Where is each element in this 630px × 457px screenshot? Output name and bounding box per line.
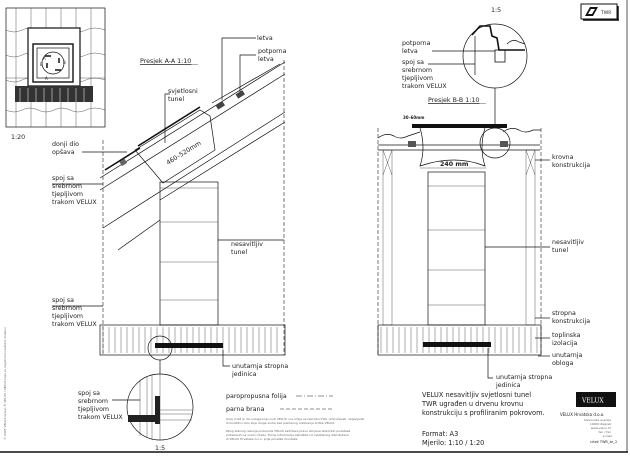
plan-marker-b2: B — [63, 60, 66, 65]
legend: paropropusna folija parna brana Ovaj crt… — [226, 393, 365, 441]
detail-aa-scale: 1:5 — [155, 445, 165, 452]
plan-marker-a2: A — [45, 76, 48, 81]
detail-bb-scale: 1:5 — [491, 7, 501, 14]
badge-label: TWR — [600, 10, 611, 16]
velux-logo — [576, 392, 616, 407]
company-details: Slavonska avenija 10000 Zagreb www.velux… — [584, 418, 612, 438]
plan-scale: 1:20 — [11, 134, 25, 141]
legend-notes: Ovaj crtež je dio usluge koju nudi VELUX… — [226, 417, 365, 441]
dim-small: 30–60mm — [403, 115, 424, 120]
scale: Mjerilo: 1:10 / 1:20 — [422, 439, 484, 447]
twr-badge: TWR — [580, 3, 619, 21]
section-bb-title: Presjek B-B 1:10 — [428, 97, 479, 104]
plan-view: A A B B 1:20 — [5, 7, 106, 141]
dim-width: 240 mm — [440, 161, 469, 168]
format: Format: A3 — [422, 430, 458, 438]
plan-marker-a1: A — [43, 56, 46, 61]
section-aa: Presjek A-A 1:10 460–520mm — [52, 35, 288, 452]
side-note: © 2007 VELUX Group ® VELUX i VELUX logo … — [3, 327, 7, 440]
label-letva: letva — [257, 35, 273, 42]
company-name: VELUX Hrvatska d.o.o. — [560, 412, 604, 417]
plan-marker-b1: B — [40, 62, 43, 67]
velux-logo-text: VELUX — [581, 398, 604, 405]
legend-item-parna: parna brana — [226, 406, 265, 413]
dim-aa: 460–520mm — [165, 140, 202, 167]
legend-item-paropropusna: paropropusna folija — [226, 393, 287, 400]
drawing-number: crtež TWR_br_2 — [590, 440, 617, 444]
section-aa-title: Presjek A-A 1:10 — [140, 58, 191, 65]
